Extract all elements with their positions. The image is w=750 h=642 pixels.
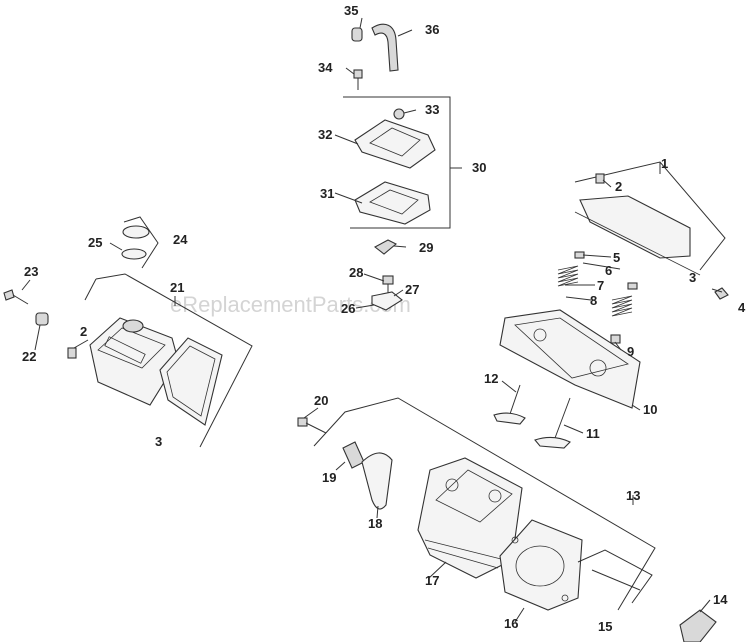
intake-valve-head [493, 412, 526, 425]
valve-tappet [679, 609, 717, 642]
group-bracket-30 [343, 96, 451, 229]
callout-3b: 3 [155, 434, 162, 449]
callout-17: 17 [425, 573, 439, 588]
breather-plate [354, 181, 431, 225]
valve-keeper-1 [574, 251, 585, 259]
hose-clamp [351, 27, 363, 42]
callout-16: 16 [504, 616, 518, 631]
cover-screw-right [595, 173, 605, 184]
valve-cover-group [3, 216, 253, 448]
callout-3: 3 [689, 270, 696, 285]
valve-seal [610, 334, 621, 344]
bracket-bolt [382, 275, 394, 285]
callout-31: 31 [320, 186, 334, 201]
callout-11: 11 [586, 426, 600, 441]
callout-36: 36 [425, 22, 439, 37]
callout-6: 6 [605, 263, 612, 278]
callout-22: 22 [22, 349, 36, 364]
right-cover-group [574, 161, 729, 300]
leader-lines [21, 17, 723, 623]
callout-29: 29 [419, 240, 433, 255]
rocker-cover-right [579, 195, 691, 259]
air-deflector [361, 452, 393, 510]
callout-2: 2 [615, 179, 622, 194]
exhaust-valve-stem [554, 397, 571, 439]
callout-10: 10 [643, 402, 657, 417]
fill-seal [122, 225, 150, 239]
head-bolt [297, 417, 308, 427]
breather-assembly [343, 23, 462, 255]
callout-24: 24 [173, 232, 188, 247]
callout-13: 13 [626, 488, 640, 503]
breather-screw [353, 69, 363, 79]
valve-keeper-2 [627, 282, 638, 290]
intake-valve-stem [509, 384, 521, 415]
valve-train [493, 251, 641, 449]
rocker-bracket [371, 291, 403, 311]
valve-spring-1 [557, 265, 579, 287]
fill-oring [121, 248, 147, 260]
head-spacer [342, 441, 365, 469]
rocker-plate [499, 309, 641, 409]
rocker-bracket-group [371, 275, 403, 311]
push-rod [591, 569, 641, 591]
callout-28: 28 [349, 265, 363, 280]
callout-34: 34 [318, 60, 333, 75]
callout-20: 20 [314, 393, 328, 408]
cover-screw-left [67, 347, 77, 359]
callout-12: 12 [484, 371, 498, 386]
callout-30: 30 [472, 160, 486, 175]
exhaust-valve-head [534, 436, 571, 449]
cover-bolt [3, 289, 15, 301]
cover-stud [714, 287, 729, 300]
callout-19: 19 [322, 470, 336, 485]
callout-1: 1 [661, 156, 668, 171]
valve-spring-2 [611, 295, 633, 317]
callout-27: 27 [405, 282, 419, 297]
watermark-text: eReplacementParts.com [170, 292, 411, 317]
cover-spacer [35, 312, 49, 326]
callout-8: 8 [590, 293, 597, 308]
breather-hose [371, 23, 399, 72]
head-gasket [499, 519, 583, 611]
breather-nut [393, 108, 405, 120]
callout-2b: 2 [80, 324, 87, 339]
oil-fill-cap [122, 319, 144, 333]
callout-21: 21 [170, 280, 184, 295]
valve-cover-gasket [159, 337, 223, 426]
cylinder-head-group [297, 397, 717, 642]
callout-15: 15 [598, 619, 612, 634]
callout-labels: 1 2 3 4 5 6 7 8 9 10 11 12 13 14 15 16 1… [22, 3, 746, 634]
callout-35: 35 [344, 3, 358, 18]
callout-26: 26 [341, 301, 355, 316]
callout-33: 33 [425, 102, 439, 117]
callout-9: 9 [627, 344, 634, 359]
callout-23: 23 [24, 264, 38, 279]
breather-cover [354, 119, 436, 169]
callout-7: 7 [597, 278, 604, 293]
callout-25: 25 [88, 235, 102, 250]
callout-32: 32 [318, 127, 332, 142]
callout-14: 14 [713, 592, 728, 607]
cylinder-head [417, 457, 523, 579]
callout-5: 5 [613, 250, 620, 265]
callout-18: 18 [368, 516, 382, 531]
breather-reed [373, 239, 397, 255]
callout-4: 4 [738, 300, 746, 315]
